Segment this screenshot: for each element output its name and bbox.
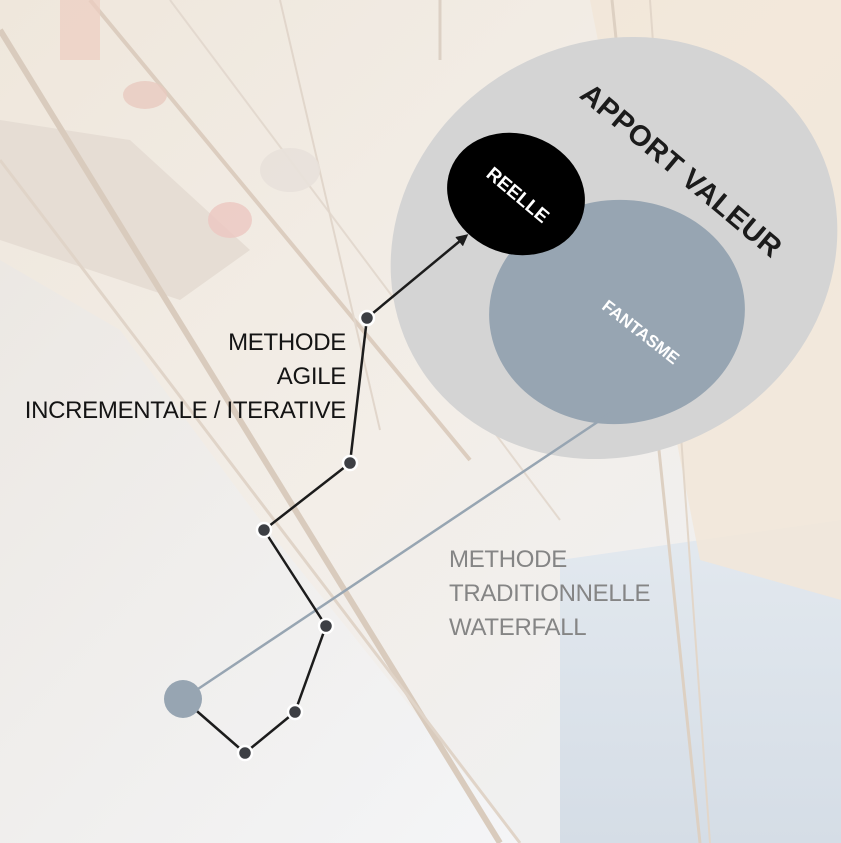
waterfall-method-label: METHODE TRADITIONNELLE WATERFALL — [449, 543, 650, 645]
agile-line-2: AGILE — [25, 360, 346, 394]
agile-method-label: METHODE AGILE INCREMENTALE / ITERATIVE — [25, 326, 346, 428]
agile-line-1: METHODE — [25, 326, 346, 360]
waterfall-line-1: METHODE — [449, 543, 650, 577]
start-circle-icon — [164, 680, 202, 718]
agile-line-3: INCREMENTALE / ITERATIVE — [25, 394, 346, 428]
iteration-node — [343, 456, 357, 470]
iteration-node — [288, 705, 302, 719]
iteration-node — [257, 523, 271, 537]
iteration-node — [238, 746, 252, 760]
waterfall-line-3: WATERFALL — [449, 611, 650, 645]
waterfall-line-2: TRADITIONNELLE — [449, 577, 650, 611]
iteration-node — [360, 311, 374, 325]
iteration-node — [319, 619, 333, 633]
